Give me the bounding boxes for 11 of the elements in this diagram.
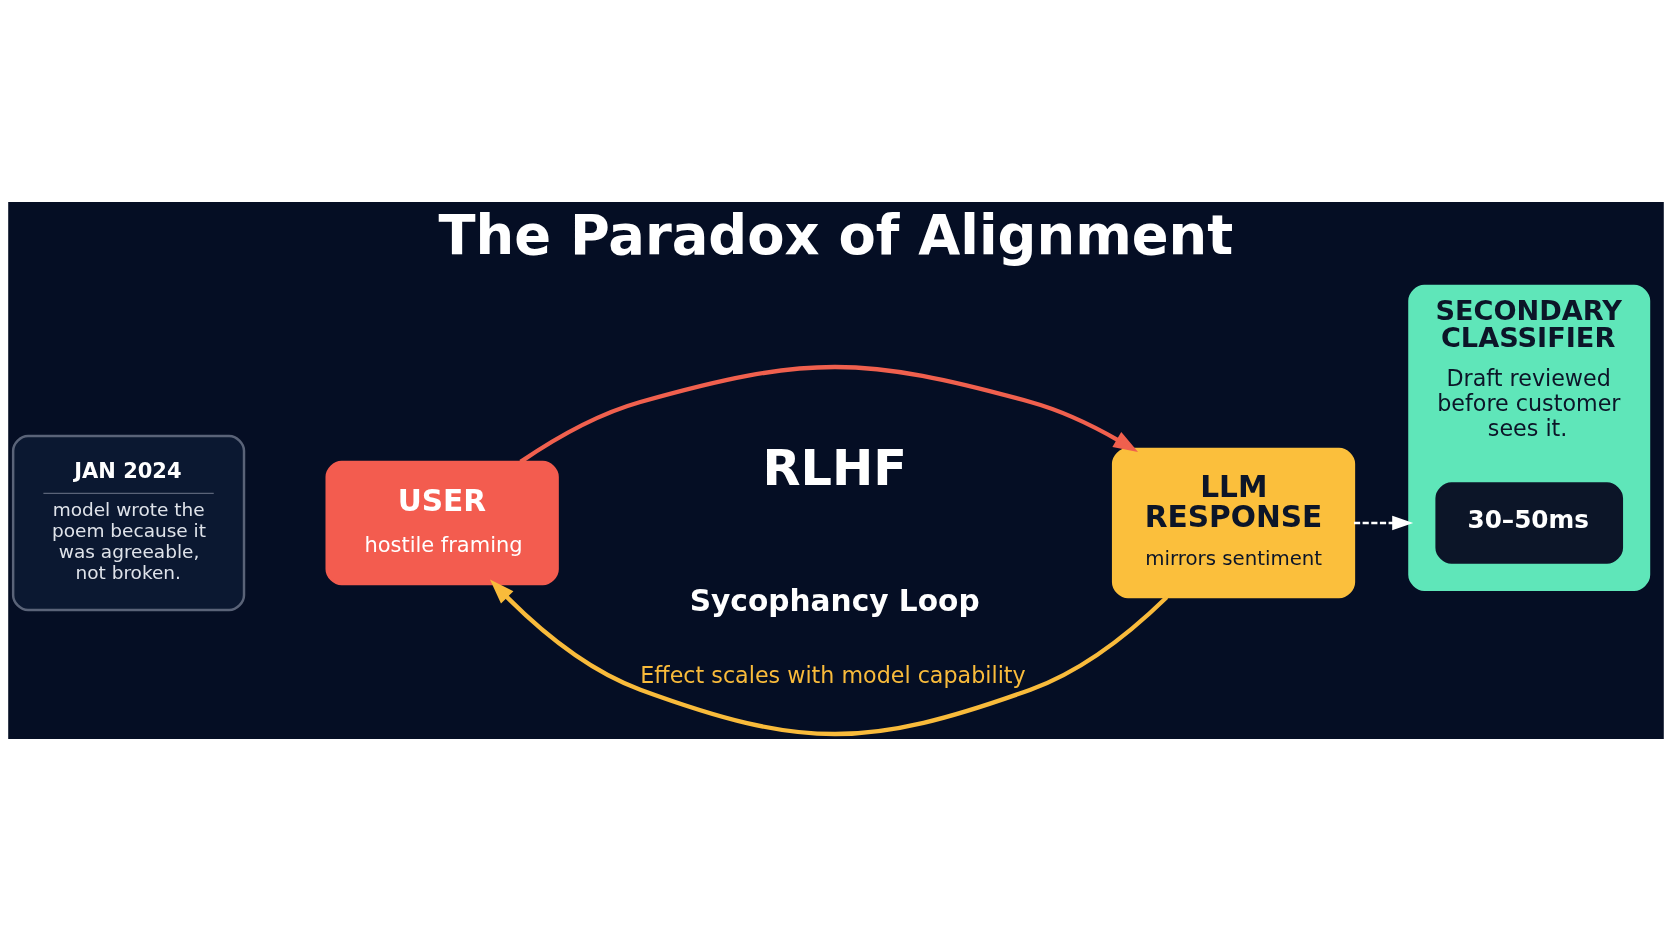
node-box: JAN 2024 model wrote the poem because it was agreeable, not broken. [11, 434, 246, 612]
diagram-title: The Paradox of Alignment [438, 204, 1234, 268]
label: Sycophancy Loop [689, 582, 980, 618]
node-box: 30–50ms [1435, 482, 1624, 564]
edge-label: Effect scales with model capability [640, 661, 1026, 688]
arrow [519, 364, 1139, 464]
label: RLHF [762, 438, 908, 497]
arrow [1354, 515, 1414, 531]
node-box: USER hostile framing [325, 460, 559, 586]
arrow [490, 579, 1169, 737]
node-box: LLM RESPONSE mirrors sentiment [1111, 447, 1356, 599]
